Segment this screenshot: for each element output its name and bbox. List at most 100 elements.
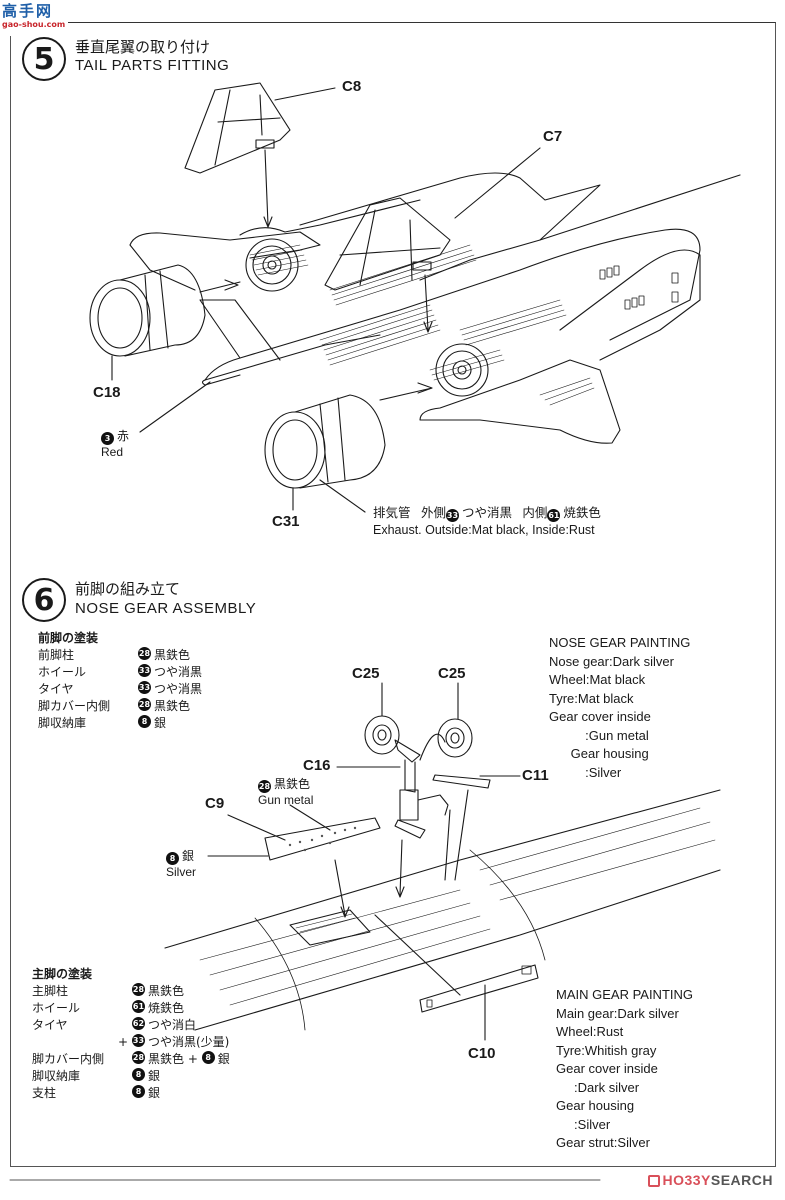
row-item: 脚カバー内側 [38, 699, 111, 713]
nose-color-en: Red [101, 445, 124, 459]
part-label-c16: C16 [303, 757, 331, 774]
part-label-c31: C31 [272, 513, 300, 530]
part-label-c11: C11 [522, 767, 549, 784]
paint-number-badge: 28 [138, 698, 151, 711]
step-6-number: 6 [33, 582, 55, 618]
watermark-domain: gao-shou.com [2, 20, 66, 29]
row-prefix: + [117, 1035, 128, 1049]
row-color: つや消黒 [154, 682, 203, 696]
c7-arrow [425, 275, 428, 330]
row-item: 脚収納庫 [38, 716, 87, 730]
part-label-c18: C18 [93, 384, 121, 401]
exhaust-note-en: Exhaust. Outside:Mat black, Inside:Rust [373, 523, 595, 537]
main-gear-en-line: Gear housing [556, 1098, 635, 1113]
paint-number-badge: 33 [445, 509, 459, 522]
row-item: 前脚柱 [38, 648, 75, 662]
paint-number-badge: 28 [132, 1051, 145, 1064]
part-label-c7: C7 [543, 128, 563, 145]
nose-gear-en-line: Nose gear:Dark silver [549, 653, 674, 669]
step-5-badge: 5 [22, 37, 66, 81]
c7-leader [455, 148, 540, 218]
c18-intake [90, 280, 150, 356]
left-nacelle [240, 200, 420, 235]
paint-number-badge: 62 [132, 1017, 145, 1030]
c16-strut [395, 740, 420, 762]
main-gear-en-line: Gear strut:Silver [556, 1135, 650, 1150]
row-color: つや消黒(少量) [148, 1035, 230, 1049]
gun-metal-en: Gun metal [258, 793, 314, 807]
nose-gear-en-line: Gear housing [549, 746, 649, 761]
paint-number-badge: 28 [132, 983, 145, 996]
watermark-site-name: 高手网 [2, 2, 54, 20]
c8-arrow [265, 150, 268, 225]
aircraft-illustration [90, 83, 740, 512]
row-item: タイヤ [38, 682, 74, 696]
nose-red-leader [140, 382, 210, 432]
hobby-search-watermark: HO33YSEARCH [644, 1172, 773, 1188]
hobby-search-logo-icon [648, 1175, 661, 1187]
nose-gear-en-line: Tyre:Mat black [549, 690, 634, 706]
right-exhaust-ring [436, 344, 488, 396]
part-label-c9: C9 [205, 795, 225, 812]
nose-gear-en-notes: NOSE GEAR PAINTING Nose gear:Dark silver… [549, 634, 690, 782]
row-item: タイヤ [32, 1018, 68, 1032]
fin-c8 [185, 83, 290, 173]
right-nacelle [560, 250, 700, 360]
paint-number-badge: 3 [101, 432, 114, 445]
fuselage-upper [300, 173, 600, 280]
row-color: 銀 [148, 1069, 161, 1083]
nose-gear-en-line: Wheel:Mat black [549, 672, 646, 687]
brand-gray: SEARCH [710, 1172, 773, 1188]
gun-metal-jp: 黒鉄色 [274, 777, 311, 791]
paint-number-badge: 61 [547, 509, 561, 522]
part-label-c8: C8 [342, 78, 362, 95]
part-label-c25-right: C25 [438, 665, 466, 682]
row-item: 脚カバー内側 [32, 1052, 105, 1066]
row-item: 主脚柱 [32, 984, 69, 998]
nose-gear-jp-header: 前脚の塗装 [38, 631, 99, 645]
c10-cover [420, 965, 538, 1012]
exhaust-inside-label: 内側 [522, 506, 548, 520]
row-color: 黒鉄色 [148, 984, 185, 998]
paint-number-badge: 8 [138, 715, 151, 728]
main-gear-en-notes: MAIN GEAR PAINTING Main gear:Dark silver… [556, 986, 693, 1153]
nose-gear-illustration [165, 683, 720, 1040]
nose-gear-en-line: :Silver [549, 764, 622, 780]
main-gear-en-line: Wheel:Rust [556, 1024, 624, 1039]
exhaust-jp-label: 排気管 [373, 506, 411, 520]
main-gear-en-line: Gear cover inside [556, 1061, 658, 1076]
row-item: ホイール [32, 1001, 81, 1015]
main-gear-en-line: :Dark silver [556, 1079, 640, 1095]
paint-number-badge: 33 [138, 681, 151, 694]
paint-number-badge: 8 [201, 1051, 215, 1064]
step-5-title-en: TAIL PARTS FITTING [75, 57, 230, 74]
paint-number-badge: 8 [132, 1068, 145, 1081]
main-gear-en-line: :Silver [556, 1116, 611, 1132]
c8-leader [275, 88, 335, 100]
right-wing [420, 360, 620, 443]
step-5-number: 5 [33, 41, 55, 77]
row-item: 脚収納庫 [32, 1069, 81, 1083]
fuselage-tail-line [540, 175, 740, 240]
row-color: 銀 [148, 1086, 161, 1100]
exhaust-outside-label: 外側 [420, 506, 446, 520]
silver-en: Silver [166, 865, 197, 879]
main-gear-en-line: Tyre:Whitish gray [556, 1042, 657, 1058]
gear-bay [290, 910, 370, 945]
silver-jp: 銀 [182, 849, 195, 863]
nose-gear-en-header: NOSE GEAR PAINTING [549, 635, 691, 650]
row-item: ホイール [38, 665, 87, 679]
watermark-logo: 高手网 gao-shou.com [2, 2, 68, 36]
paint-number-badge: 33 [138, 664, 151, 677]
